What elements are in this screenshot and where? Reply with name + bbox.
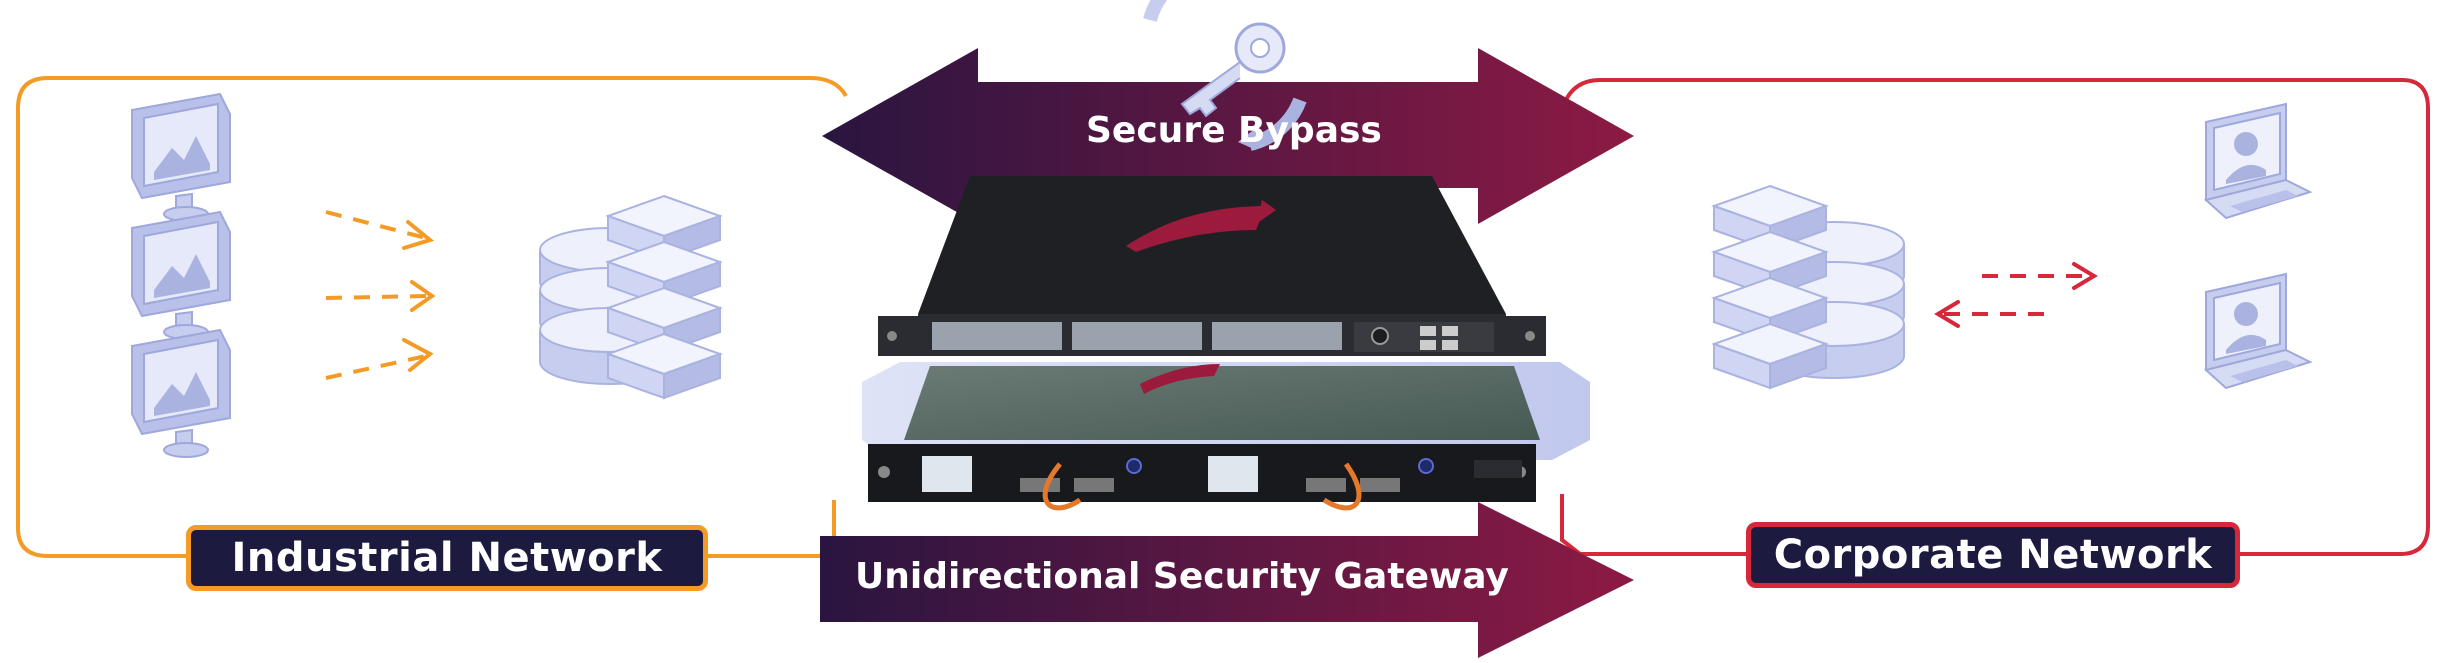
server-stack-icon xyxy=(1713,185,1905,389)
two-way-flow-arrows xyxy=(1934,262,2098,328)
monitor-icon xyxy=(131,211,231,340)
industrial-network-label: Industrial Network xyxy=(186,525,708,591)
key-cycle-icon xyxy=(1143,0,1307,151)
monitor-icon xyxy=(131,93,231,222)
secure-bypass-label: Secure Bypass xyxy=(1086,110,1382,151)
one-way-flow-arrows xyxy=(325,210,427,380)
industrial-network-boundary-tail xyxy=(708,500,836,558)
laptop-user-icon xyxy=(2205,273,2311,389)
arrowhead-icon xyxy=(402,220,436,372)
laptop-user-icon xyxy=(2205,103,2311,219)
unidirectional-gateway-arrow xyxy=(820,502,1634,658)
appliance-icon xyxy=(868,364,1540,511)
gateway-label: Unidirectional Security Gateway xyxy=(855,556,1509,597)
industrial-network-boundary xyxy=(16,76,848,558)
server-stack-icon xyxy=(539,195,721,399)
appliance-icon xyxy=(878,176,1546,356)
corporate-network-boundary xyxy=(1562,78,2430,556)
corporate-network-boundary-tail xyxy=(1560,494,1746,556)
monitor-icon xyxy=(131,329,231,458)
corporate-network-label: Corporate Network xyxy=(1746,522,2240,588)
